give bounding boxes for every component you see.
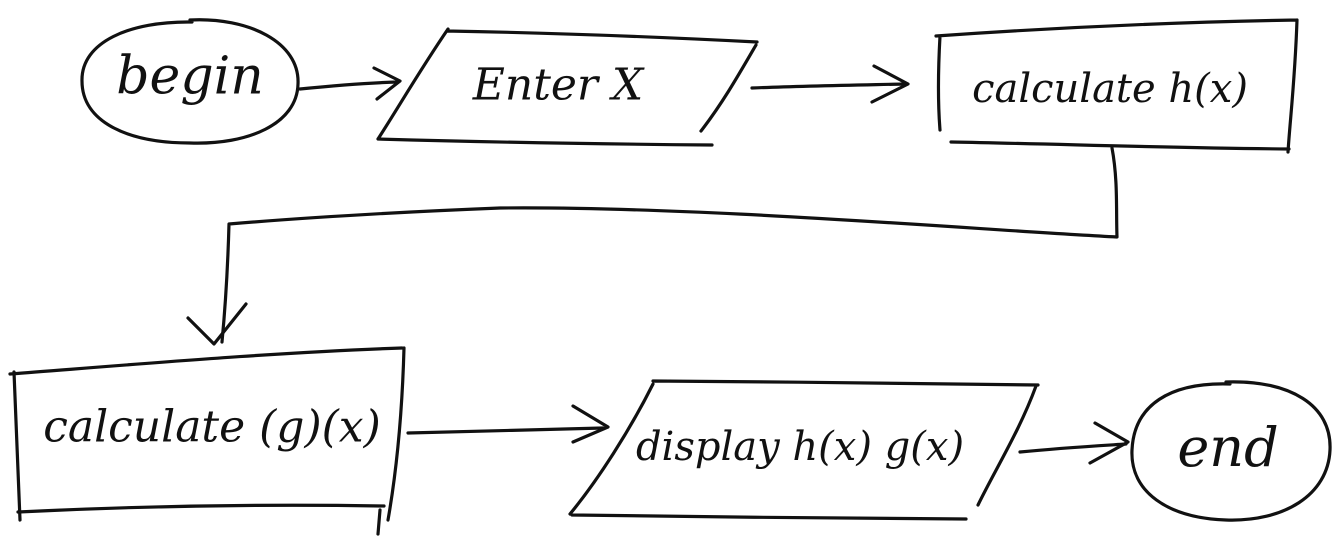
node-begin: begin	[80, 18, 300, 145]
calc-g-rectangle-shape	[8, 346, 406, 536]
node-enter-x: Enter X	[376, 27, 759, 147]
calc-h-rectangle-shape	[934, 18, 1299, 154]
node-display: display h(x) g(x)	[568, 379, 1040, 521]
edge-display-to-end-arrowhead	[1088, 421, 1130, 465]
edge-calc-g-to-display-arrowhead	[571, 404, 610, 444]
enter-x-parallelogram-shape	[376, 27, 759, 147]
edge-calc-h-to-calc-g-line	[220, 146, 1119, 344]
node-calc-g: calculate (g)(x)	[8, 346, 406, 536]
edge-display-to-end-line	[1018, 442, 1128, 454]
edge-display-to-end	[1018, 421, 1130, 465]
node-calc-h: calculate h(x)	[934, 18, 1299, 154]
enter-x-label: Enter X	[472, 60, 645, 111]
edge-begin-to-enter-x-arrowhead	[372, 66, 402, 101]
display-parallelogram-shape	[568, 379, 1040, 521]
node-end: end	[1130, 380, 1332, 522]
begin-ellipse-shape	[80, 18, 300, 145]
calc-g-label: calculate (g)(x)	[43, 402, 381, 453]
edge-calc-h-to-calc-g	[186, 146, 1119, 346]
edge-begin-to-enter-x	[298, 66, 402, 101]
end-label: end	[1177, 416, 1278, 479]
edge-enter-x-to-calc-h	[750, 64, 910, 104]
calc-h-label: calculate h(x)	[972, 66, 1248, 112]
edge-begin-to-enter-x-line	[298, 80, 400, 91]
edge-enter-x-to-calc-h-arrowhead	[870, 64, 910, 104]
end-ellipse-shape	[1130, 380, 1332, 522]
edge-calc-g-to-display	[406, 404, 610, 444]
edge-calc-h-to-calc-g-arrowhead	[186, 302, 248, 346]
edge-calc-g-to-display-line	[406, 426, 605, 435]
begin-label: begin	[116, 47, 263, 107]
edge-enter-x-to-calc-h-line	[750, 82, 907, 90]
display-label: display h(x) g(x)	[636, 424, 964, 470]
